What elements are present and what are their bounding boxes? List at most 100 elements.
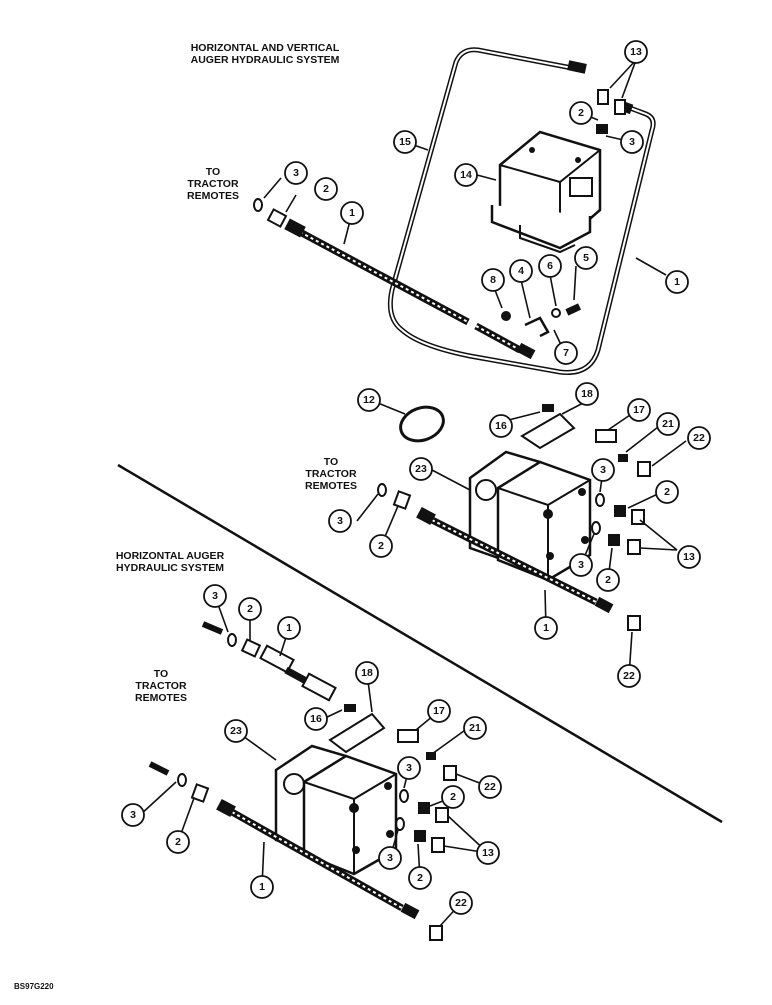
ball-valve — [397, 729, 419, 743]
bolt — [565, 303, 582, 316]
callout-1: 1 — [543, 622, 549, 634]
callout-3: 3 — [212, 590, 218, 602]
label-tractor-remotes: TO TRACTOR REMOTES — [135, 668, 187, 704]
adapter-fitting — [608, 534, 620, 546]
callout-3: 3 — [600, 464, 606, 476]
callout-23: 23 — [415, 463, 427, 475]
callout-4: 4 — [518, 265, 524, 277]
elbow-fitting — [435, 807, 449, 823]
callout-22: 22 — [693, 432, 705, 444]
callout-2: 2 — [578, 107, 584, 119]
adapter-fitting — [240, 638, 262, 658]
callout-3: 3 — [406, 762, 412, 774]
callout-3: 3 — [629, 136, 635, 148]
adapter-fitting — [418, 802, 430, 814]
title-horizontal-system: HORIZONTAL AUGER HYDRAULIC SYSTEM — [115, 550, 225, 574]
hose-1-bottom — [216, 798, 443, 941]
elbow-fitting — [614, 99, 626, 115]
washer — [551, 308, 561, 318]
callout-1: 1 — [286, 622, 292, 634]
elbow-fitting — [443, 765, 457, 781]
bracket — [524, 316, 550, 338]
o-ring — [227, 633, 237, 647]
hose-1-top — [284, 218, 536, 360]
o-ring — [595, 493, 605, 507]
adapter-fitting — [392, 490, 412, 510]
callout-13: 13 — [630, 46, 642, 58]
fitting — [596, 124, 608, 134]
callout-13: 13 — [482, 847, 494, 859]
o-ring — [253, 198, 263, 212]
callout-22: 22 — [484, 781, 496, 793]
callout-1: 1 — [259, 881, 265, 893]
callout-18: 18 — [581, 388, 593, 400]
section-divider-line — [117, 463, 723, 824]
callout-3: 3 — [578, 559, 584, 571]
adapter-fitting — [414, 830, 426, 842]
callout-1: 1 — [349, 207, 355, 219]
o-ring — [177, 773, 187, 787]
callout-2: 2 — [247, 603, 253, 615]
mounting-bracket — [520, 412, 576, 450]
o-ring — [591, 521, 601, 535]
callout-21: 21 — [662, 418, 674, 430]
fitting — [618, 454, 628, 462]
figure-code: BS97G220 — [14, 982, 54, 991]
callout-3: 3 — [387, 852, 393, 864]
callout-5: 5 — [583, 252, 589, 264]
callout-6: 6 — [547, 260, 553, 272]
flow-arrow-icon — [201, 621, 224, 635]
mounting-bracket — [328, 712, 386, 754]
elbow-fitting — [597, 89, 609, 105]
fitting — [426, 752, 436, 760]
callout-16: 16 — [310, 713, 322, 725]
callout-21: 21 — [469, 722, 481, 734]
valve-assembly — [490, 130, 602, 254]
flow-arrow-icon — [148, 761, 170, 776]
hydraulic-motor-bottom — [274, 744, 398, 876]
callout-8: 8 — [490, 274, 496, 286]
short-hose — [259, 644, 337, 702]
elbow-fitting — [627, 539, 641, 555]
hose-fitting — [567, 60, 587, 74]
adapter-fitting — [190, 783, 210, 803]
fitting — [344, 704, 356, 712]
callout-2: 2 — [378, 540, 384, 552]
callout-12: 12 — [363, 394, 375, 406]
adapter-fitting — [266, 208, 288, 228]
callout-18: 18 — [361, 667, 373, 679]
callout-circles — [121, 40, 711, 915]
callout-13: 13 — [683, 551, 695, 563]
callout-3: 3 — [130, 809, 136, 821]
ball-valve — [595, 429, 617, 443]
callout-23: 23 — [230, 725, 242, 737]
callout-2: 2 — [605, 574, 611, 586]
label-tractor-remotes: TO TRACTOR REMOTES — [305, 456, 357, 492]
callout-3: 3 — [337, 515, 343, 527]
o-ring — [399, 789, 409, 803]
callout-3: 3 — [293, 167, 299, 179]
callout-numbers: 13 2 3 15 14 3 2 1 1 5 6 4 8 7 12 18 16 … — [130, 46, 705, 909]
fitting — [542, 404, 554, 412]
callout-2: 2 — [417, 872, 423, 884]
callout-14: 14 — [460, 169, 472, 181]
hydraulic-motor-top — [468, 450, 592, 582]
callout-2: 2 — [323, 183, 329, 195]
callout-2: 2 — [175, 836, 181, 848]
callout-1: 1 — [674, 276, 680, 288]
callout-2: 2 — [664, 486, 670, 498]
callout-22: 22 — [455, 897, 467, 909]
callout-7: 7 — [563, 347, 569, 359]
o-ring — [377, 483, 387, 497]
title-horizontal-vertical-system: HORIZONTAL AND VERTICAL AUGER HYDRAULIC … — [190, 42, 340, 66]
callout-17: 17 — [633, 404, 645, 416]
hose-1-middle — [416, 506, 641, 631]
callout-15: 15 — [399, 136, 411, 148]
nut — [501, 311, 511, 321]
callout-2: 2 — [450, 791, 456, 803]
adapter-fitting — [614, 505, 626, 517]
elbow-fitting — [431, 837, 445, 853]
callout-22: 22 — [623, 670, 635, 682]
